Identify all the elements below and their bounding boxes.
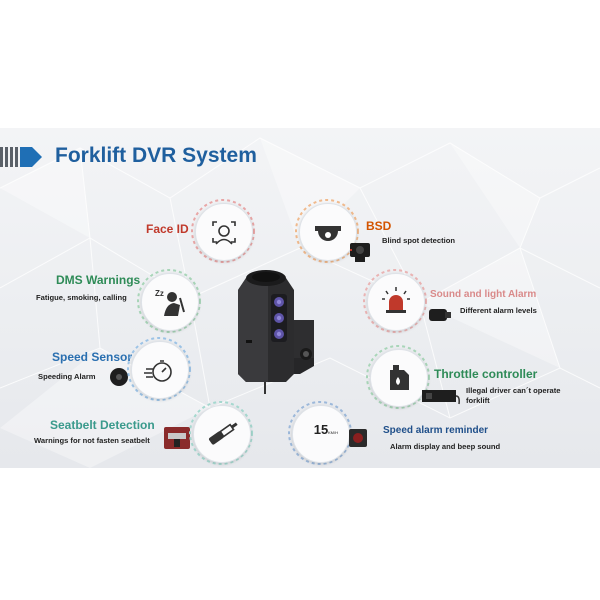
warning-beacon-icon	[382, 287, 410, 313]
sound-alarm-label: Sound and light Alarm	[430, 289, 537, 300]
svg-text:Zz: Zz	[155, 289, 164, 298]
content-panel	[0, 128, 600, 468]
speed-sensor-gadget	[110, 368, 128, 386]
speed-unit: KM/H	[328, 430, 338, 435]
header-decoration	[0, 147, 42, 167]
throttle-desc-line1: Illegal driver can´t operate	[466, 386, 561, 395]
speed-display-photo	[349, 429, 367, 447]
face-scan-icon	[212, 221, 236, 245]
speed-alarm-desc: Alarm display and beep sound	[390, 442, 501, 451]
seatbelt-photo	[164, 427, 190, 449]
bsd-desc: Blind spot detection	[382, 236, 455, 245]
dome-camera-icon	[315, 226, 341, 241]
alarm-speaker-photo	[429, 309, 451, 321]
bsd-icon-circle	[299, 203, 357, 261]
seatbelt-desc: Warnings for not fasten seatbelt	[34, 436, 150, 445]
seatbelt-buckle-icon	[209, 422, 238, 445]
speed-alarm-label: Speed alarm reminder	[383, 425, 489, 436]
sound-alarm-icon-circle	[367, 273, 425, 331]
bsd-label: BSD	[366, 219, 392, 233]
page-title: Forklift DVR System	[55, 144, 257, 167]
seatbelt-icon-circle	[193, 405, 251, 463]
speed-alarm-icon-circle: 15 KM/H	[292, 405, 350, 463]
dms-ring	[137, 269, 201, 333]
speed-sensor-ring	[127, 337, 191, 401]
dms-icon-circle: Zz	[141, 273, 199, 331]
background-polygon-pattern	[0, 137, 600, 468]
face-id-icon-circle	[195, 203, 253, 261]
sound-alarm-ring	[363, 269, 427, 333]
seatbelt-label: Seatbelt Detection	[50, 418, 155, 432]
face-id-label: Face ID	[146, 222, 189, 236]
dms-warnings-label: DMS Warnings	[56, 273, 141, 287]
fuel-canister-icon	[390, 365, 409, 390]
stopwatch-icon	[144, 360, 172, 382]
face-id-ring	[191, 199, 255, 263]
throttle-icon-circle	[370, 349, 428, 407]
speed-value: 15	[313, 422, 329, 437]
speed-sensor-desc: Speeding Alarm	[38, 372, 96, 381]
throttle-label: Throttle controller	[434, 367, 538, 381]
seatbelt-ring	[189, 401, 253, 465]
sound-alarm-desc: Different alarm levels	[460, 306, 537, 315]
bsd-camera-photo	[350, 243, 370, 262]
speed-sensor-icon-circle	[131, 341, 189, 399]
bsd-ring	[295, 199, 359, 263]
dvr-camera-device	[238, 270, 314, 394]
speed-sensor-label: Speed Sensor	[52, 350, 133, 364]
throttle-controller-photo	[422, 390, 460, 405]
throttle-desc-line2: forklift	[466, 396, 490, 405]
driver-sleeping-icon: Zz	[155, 289, 185, 316]
throttle-ring	[366, 345, 430, 409]
dms-warnings-desc: Fatigue, smoking, calling	[36, 293, 127, 302]
